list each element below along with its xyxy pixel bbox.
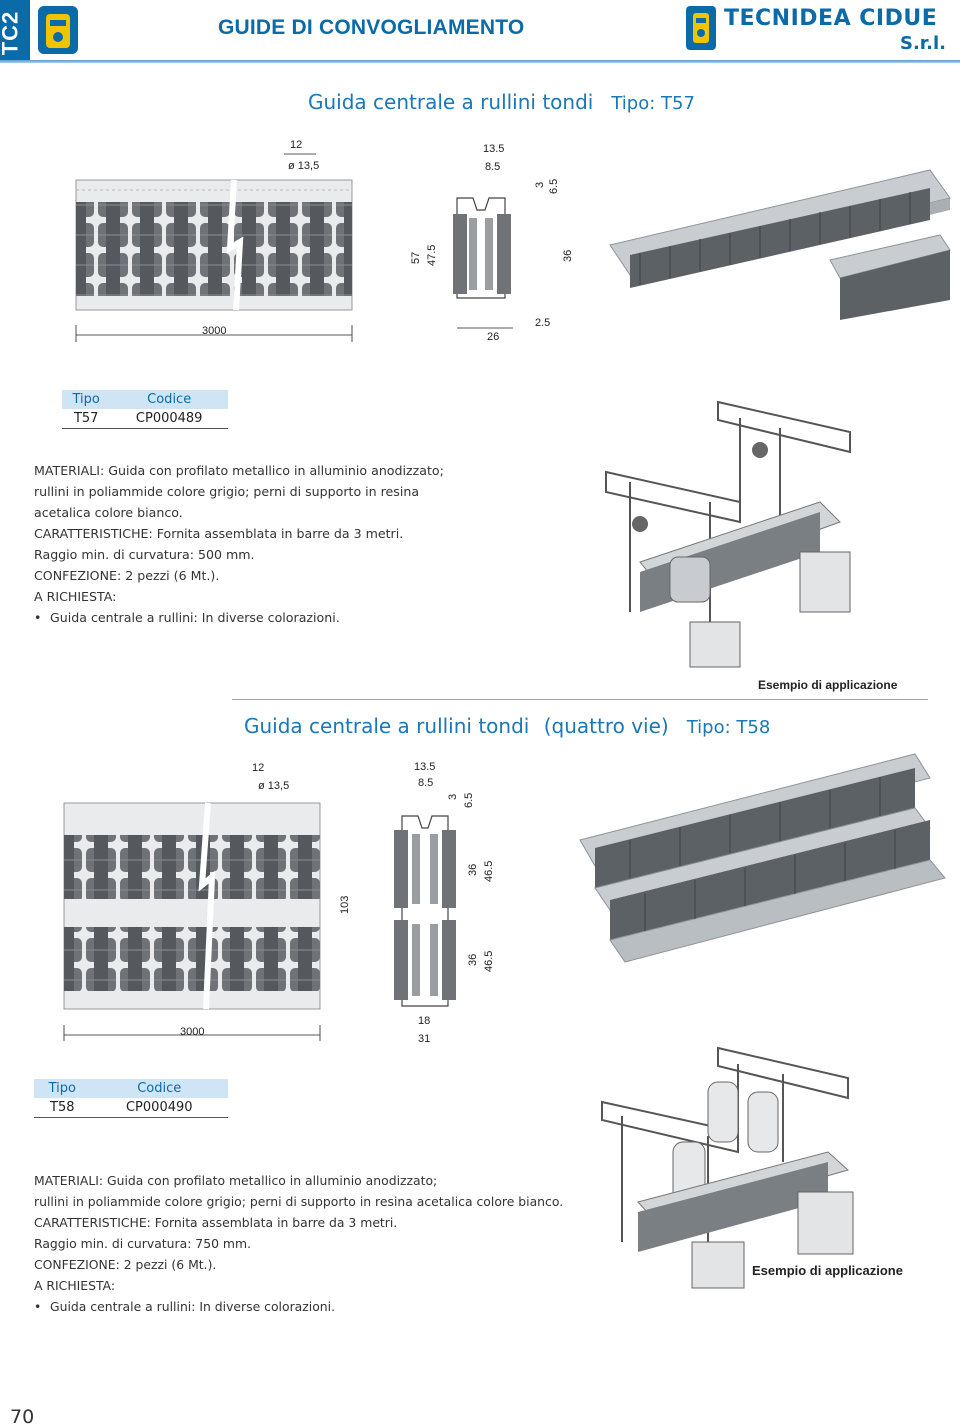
desc-bullet: Guida centrale a rullini: In diverse col…: [34, 607, 554, 628]
cell-tipo: T58: [34, 1098, 91, 1118]
section-title-text: Guida centrale a rullini tondi: [244, 714, 530, 738]
section-title-extra: (quattro vie): [543, 714, 669, 738]
desc-line: acetalica colore bianco.: [34, 505, 183, 520]
document-title: GUIDE DI CONVOGLIAMENTO: [218, 16, 525, 39]
t58-section-view-drawing: 13.5 8.5 3 6.5 103 36 46.5 36 46.5 18 31: [330, 758, 510, 1048]
desc-line: rullini in poliammide colore grigio; per…: [34, 484, 420, 499]
desc-line: MATERIALI: Guida con profilato metallico…: [34, 1173, 438, 1188]
t57-guide-render: [609, 169, 951, 320]
dim-36-upper: 36: [467, 864, 479, 876]
section-divider: [232, 699, 928, 700]
dim-pitch: 12: [252, 762, 264, 774]
t57-description: MATERIALI: Guida con profilato metallico…: [34, 460, 554, 628]
t58-application-image: [601, 1046, 854, 1289]
side-tab-label: TC2: [0, 10, 23, 56]
tipo-label: Tipo: T58: [686, 717, 771, 738]
header-rule: [0, 60, 960, 63]
col-tipo: Tipo: [62, 390, 111, 409]
desc-line: CONFEZIONE: 2 pezzi (6 Mt.).: [34, 1257, 217, 1272]
desc-line: Raggio min. di curvatura: 750 mm.: [34, 1236, 251, 1251]
dim-width-top: 13.5: [483, 143, 504, 155]
t58-guide-render: [579, 753, 946, 963]
dim-slot: 8.5: [485, 161, 500, 173]
cell-codice: CP000490: [90, 1098, 228, 1118]
dim-46-5-lower: 46.5: [483, 951, 495, 972]
section-title-t58: Guida centrale a rullini tondi (quattro …: [244, 714, 770, 738]
tipo-label: Tipo: T57: [611, 93, 695, 114]
dim-36: 36: [562, 250, 574, 262]
desc-line: A RICHIESTA:: [34, 1278, 116, 1293]
dim-57: 57: [410, 252, 422, 264]
dim-6-5: 6.5: [463, 793, 475, 808]
dim-slot: 8.5: [418, 777, 433, 789]
dim-6-5: 6.5: [548, 179, 560, 194]
dim-length: 3000: [180, 1026, 204, 1038]
dim-47-5: 47.5: [426, 245, 438, 266]
t58-description: MATERIALI: Guida con profilato metallico…: [34, 1170, 594, 1317]
section-title-t57: Guida centrale a rullini tondi Tipo: T57: [308, 90, 695, 114]
t58-caption: Esempio di applicazione: [752, 1263, 903, 1278]
dim-length: 3000: [202, 325, 226, 337]
dim-103: 103: [339, 896, 351, 914]
desc-line: A RICHIESTA:: [34, 589, 117, 604]
dim-offset: 2.5: [535, 317, 550, 329]
desc-line: CARATTERISTICHE: Fornita assemblata in b…: [34, 526, 404, 541]
cell-codice: CP000489: [110, 409, 228, 429]
desc-line: CARATTERISTICHE: Fornita assemblata in b…: [34, 1215, 398, 1230]
section-title-text: Guida centrale a rullini tondi: [308, 90, 594, 114]
t57-caption: Esempio di applicazione: [758, 678, 898, 692]
brand-logo-icon: [686, 6, 716, 50]
t57-top-view-drawing: 12 ø 13,5 3000: [62, 130, 362, 345]
desc-line: Raggio min. di curvatura: 500 mm.: [34, 547, 255, 562]
brand-logo: TECNIDEA CIDUE S.r.l.: [686, 6, 948, 56]
desc-bullet: Guida centrale a rullini: In diverse col…: [34, 1296, 594, 1317]
t58-top-view-drawing: 12 ø 13,5 3000: [50, 755, 330, 1045]
tc-logo-icon: [38, 6, 78, 54]
desc-line: MATERIALI: Guida con profilato metallico…: [34, 463, 444, 478]
dim-46-5-upper: 46.5: [483, 861, 495, 882]
t58-code-table: Tipo Codice T58 CP000490: [34, 1079, 228, 1118]
desc-line: CONFEZIONE: 2 pezzi (6 Mt.).: [34, 568, 220, 583]
desc-line: rullini in poliammide colore grigio; per…: [34, 1194, 564, 1209]
brand-name: TECNIDEA CIDUE: [724, 6, 938, 31]
page-number: 70: [10, 1406, 35, 1428]
dim-diameter: ø 13,5: [258, 780, 289, 792]
dim-pitch: 12: [290, 139, 302, 151]
dim-3: 3: [447, 794, 459, 800]
cell-tipo: T57: [62, 409, 111, 429]
side-tab: TC2: [0, 0, 30, 62]
brand-suffix: S.r.l.: [900, 33, 946, 54]
t57-code-table: Tipo Codice T57 CP000489: [62, 390, 228, 429]
col-codice: Codice: [110, 390, 228, 409]
t57-application-image: [605, 400, 851, 668]
dim-31: 31: [418, 1033, 430, 1045]
dim-base: 26: [487, 331, 499, 343]
col-codice: Codice: [90, 1079, 228, 1098]
dim-diameter: ø 13,5: [288, 160, 319, 172]
t57-section-view-drawing: 13.5 8.5 3 6.5 57 47.5 36 2.5 26: [405, 138, 585, 348]
col-tipo: Tipo: [34, 1079, 91, 1098]
dim-3: 3: [534, 182, 546, 188]
dim-18: 18: [418, 1015, 430, 1027]
dim-width-top: 13.5: [414, 761, 435, 773]
dim-36-lower: 36: [467, 954, 479, 966]
